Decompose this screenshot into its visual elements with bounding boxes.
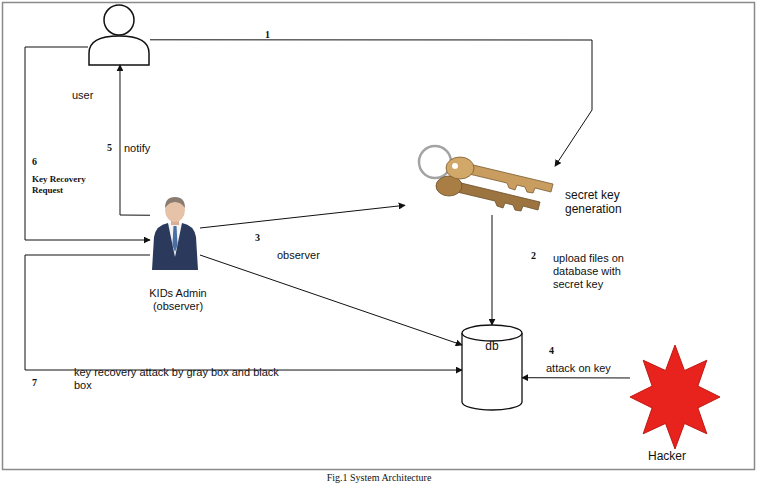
node-shape [88,5,150,65]
step-number: 4 [549,345,554,357]
admin-face [165,198,185,222]
edge-label: observer [277,249,357,262]
key-icon: secret key generation [405,140,555,215]
connector-arrow [200,205,405,228]
edge-label: notify [124,142,174,155]
step-number: 5 [107,142,112,154]
node-shape [462,325,522,410]
db-top [462,325,522,341]
key-head [446,157,474,179]
node-label: db [462,339,522,353]
edge-label: Key Recovery Request [32,174,98,196]
node-shape [150,195,200,270]
hacker-star: Hacker [630,345,720,450]
edge-label: attack on key [546,362,636,375]
edge-label: 1 [265,29,285,41]
node-shape [405,140,555,215]
step-number: 3 [255,232,260,244]
edge-label: upload files on database with secret key [553,252,653,292]
database-cylinder: db [462,325,522,410]
key-ring [419,146,451,178]
node-label: KIDs Admin (observer) [138,287,218,313]
step-number: 7 [32,377,37,389]
step-number: 6 [32,156,37,168]
key-hole [452,163,458,169]
user-body [89,36,149,65]
frame-border [3,3,755,470]
node-label: user [72,89,116,102]
admin-suit [152,223,198,270]
user-head [104,5,134,35]
connector-arrow [200,255,462,345]
admin-hair [165,197,185,208]
step-number: 2 [531,250,536,262]
connector-arrow [25,255,462,370]
node-label: Hacker [648,449,708,463]
connector-arrow [120,65,150,215]
db-body [462,333,522,410]
connector-arrow [150,40,592,166]
connector-arrow [522,377,630,378]
node-shape [630,345,720,450]
key-blade [469,164,553,193]
admin-shirt [168,223,182,257]
node-label: secret key generation [565,188,647,217]
figure-caption: Fig.1 System Architecture [229,472,529,484]
admin-icon: KIDs Admin (observer) [150,195,200,270]
admin-tie [172,226,177,252]
star-outline [630,345,720,449]
user-icon: user [88,5,150,65]
edge-label: key recovery attack by gray box and blac… [74,366,284,392]
connector-arrow [492,215,493,325]
